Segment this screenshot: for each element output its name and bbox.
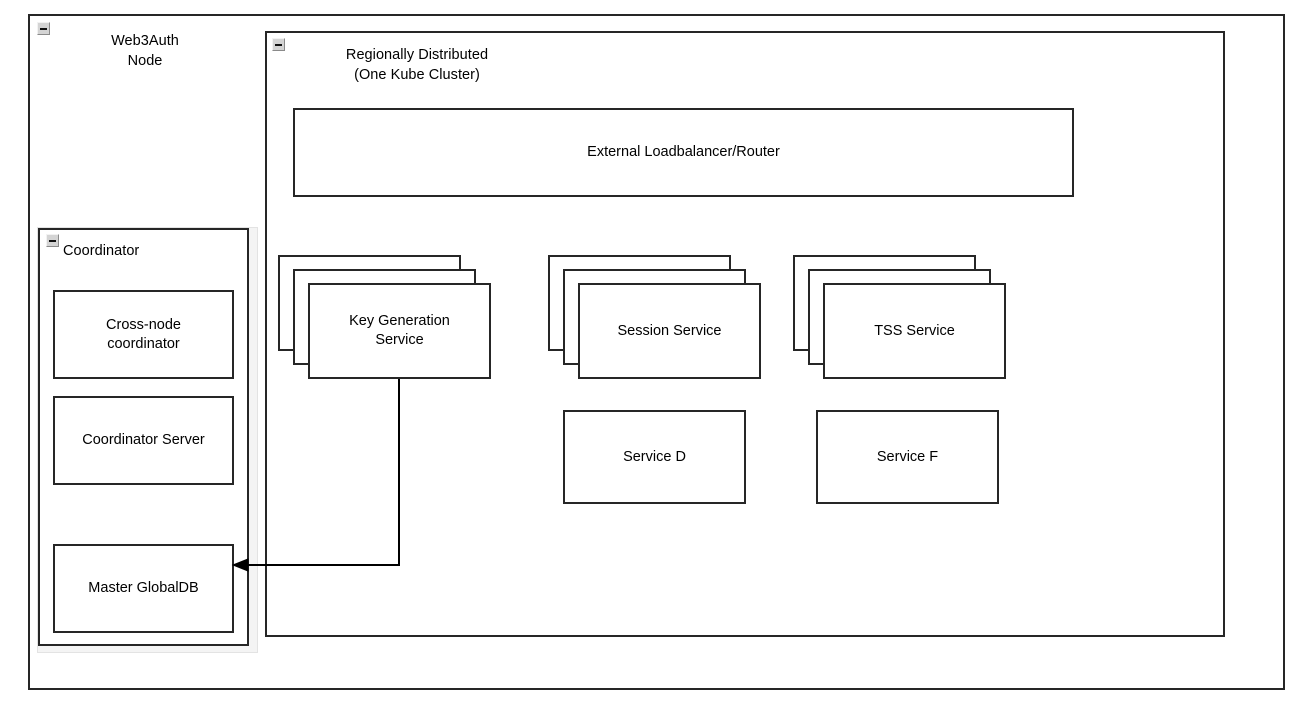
collapse-icon-regionally-distributed[interactable] [272, 38, 285, 51]
stack-card-front[interactable]: TSS Service [823, 283, 1006, 379]
collapse-icon-coordinator[interactable] [46, 234, 59, 247]
collapse-icon-web3auth-node[interactable] [37, 22, 50, 35]
container-label-regionally-distributed: Regionally Distributed (One Kube Cluster… [345, 47, 489, 83]
node-cross-node-coordinator[interactable]: Cross-node coordinator [53, 290, 234, 379]
arrow-left-icon [231, 558, 249, 572]
container-label-web3auth-node: Web3Auth Node [111, 33, 179, 69]
service-stack-session[interactable]: Session Service [548, 255, 761, 379]
service-stack-key-generation[interactable]: Key Generation Service [278, 255, 491, 379]
node-coordinator-server[interactable]: Coordinator Server [53, 396, 234, 485]
container-label-coordinator: Coordinator [63, 243, 140, 259]
node-service-d[interactable]: Service D [563, 410, 746, 504]
node-external-loadbalancer[interactable]: External Loadbalancer/Router [293, 108, 1074, 197]
stack-card-front[interactable]: Session Service [578, 283, 761, 379]
node-master-globaldb[interactable]: Master GlobalDB [53, 544, 234, 633]
service-stack-tss[interactable]: TSS Service [793, 255, 1006, 379]
stack-card-front[interactable]: Key Generation Service [308, 283, 491, 379]
node-service-f[interactable]: Service F [816, 410, 999, 504]
